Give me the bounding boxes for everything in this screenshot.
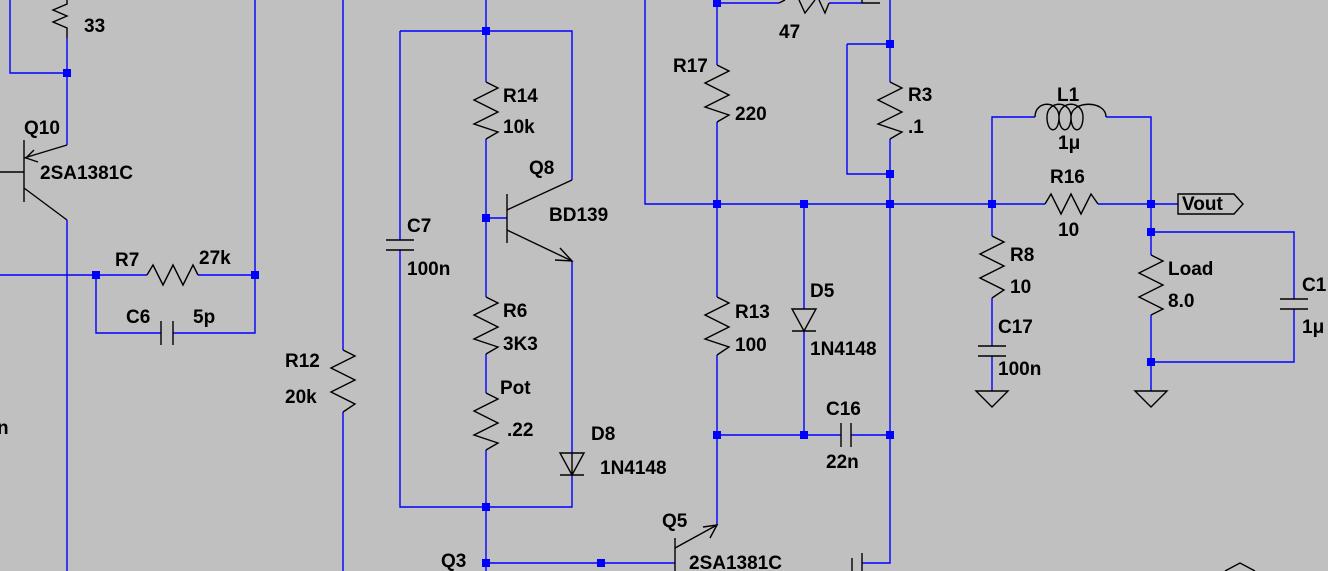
resistor-r6 <box>472 296 500 355</box>
l1-ref: L1 <box>1057 85 1080 106</box>
resistor-top-left <box>51 0 69 38</box>
r14-ref: R14 <box>503 86 538 107</box>
r13-value: 100 <box>735 335 767 356</box>
load-value: 8.0 <box>1168 291 1194 312</box>
resistor-r8 <box>978 235 1006 299</box>
r17-ref: R17 <box>673 56 708 77</box>
r8-ref: R8 <box>1010 245 1034 266</box>
c1-value: 1μ <box>1302 317 1324 338</box>
q8-ref: Q8 <box>529 158 554 179</box>
vout-label: Vout <box>1182 194 1223 215</box>
d8-ref: D8 <box>591 424 615 445</box>
r8-value: 10 <box>1010 277 1031 298</box>
inductor-l1 <box>1034 103 1107 131</box>
ground-symbol <box>1133 390 1169 408</box>
pot-ref: Pot <box>500 378 531 399</box>
q5-ref: Q5 <box>662 511 688 532</box>
resistor-r17 <box>703 64 731 123</box>
resistor-top-mid <box>778 0 830 15</box>
d5-ref: D5 <box>810 281 835 302</box>
c17-ref: C17 <box>998 317 1033 338</box>
resistor-r16 <box>1044 192 1099 216</box>
labels: 33 Q10 2SA1381C R7 27k C6 5p R12 20k n C… <box>0 16 1327 571</box>
l1-value: 1μ <box>1058 133 1080 154</box>
c1-ref: C1 <box>1302 275 1327 296</box>
q5-part: 2SA1381C <box>689 553 782 571</box>
r16-value: 10 <box>1058 220 1079 241</box>
resistor-r3 <box>876 81 904 140</box>
r3-value: .1 <box>908 117 924 138</box>
load-ref: Load <box>1168 259 1213 280</box>
r7-value: 27k <box>199 248 231 269</box>
capacitor-c17 <box>978 345 1006 357</box>
c17-value: 100n <box>998 359 1041 380</box>
ground-symbol <box>974 390 1010 408</box>
r17-value: 220 <box>735 104 767 125</box>
r3-ref: R3 <box>908 85 932 106</box>
resistor-load <box>1137 254 1165 316</box>
d8-part: 1N4148 <box>600 458 667 479</box>
r7-ref: R7 <box>115 250 139 271</box>
junctions <box>63 0 1155 567</box>
c16-ref: C16 <box>826 399 861 420</box>
r12-value: 20k <box>285 387 317 408</box>
q3-ref: Q3 <box>441 551 466 571</box>
diode-d5 <box>790 308 818 333</box>
diode-d8 <box>558 452 586 477</box>
wires <box>0 0 1295 571</box>
capacitor-c16 <box>840 423 852 447</box>
c6-value: 5p <box>193 307 215 328</box>
transistor-bottom-right <box>851 553 863 571</box>
c16-value: 22n <box>826 452 859 473</box>
q10-part: 2SA1381C <box>40 163 133 184</box>
resistor-top-mid-value: 47 <box>779 22 800 43</box>
transistor-q10 <box>0 140 68 221</box>
vout-port-flag <box>1177 193 1244 215</box>
capacitor-c7 <box>386 239 414 251</box>
pot-value: .22 <box>507 420 533 441</box>
c6-ref: C6 <box>126 307 150 328</box>
c7-ref: C7 <box>407 216 431 237</box>
q10-ref: Q10 <box>24 118 60 139</box>
d5-part: 1N4148 <box>810 339 877 360</box>
c7-value: 100n <box>407 259 450 280</box>
resistor-r12 <box>329 349 357 413</box>
edge-left-text: n <box>0 418 9 439</box>
transistor-q5 <box>674 524 719 571</box>
capacitor-c6 <box>160 321 174 345</box>
transistor-q8 <box>506 179 574 262</box>
resistor-r13 <box>703 296 731 356</box>
resistor-r7 <box>146 263 199 287</box>
r16-ref: R16 <box>1050 167 1085 188</box>
capacitor-c1 <box>1280 298 1308 310</box>
resistor-top-left-value: 33 <box>84 16 105 37</box>
resistor-r14 <box>472 81 500 140</box>
r6-ref: R6 <box>503 301 527 322</box>
q8-part: BD139 <box>549 205 608 226</box>
r14-value: 10k <box>503 117 535 138</box>
resistor-pot <box>472 392 500 451</box>
r12-ref: R12 <box>285 351 320 372</box>
r6-value: 3K3 <box>503 334 538 355</box>
r13-ref: R13 <box>735 302 770 323</box>
